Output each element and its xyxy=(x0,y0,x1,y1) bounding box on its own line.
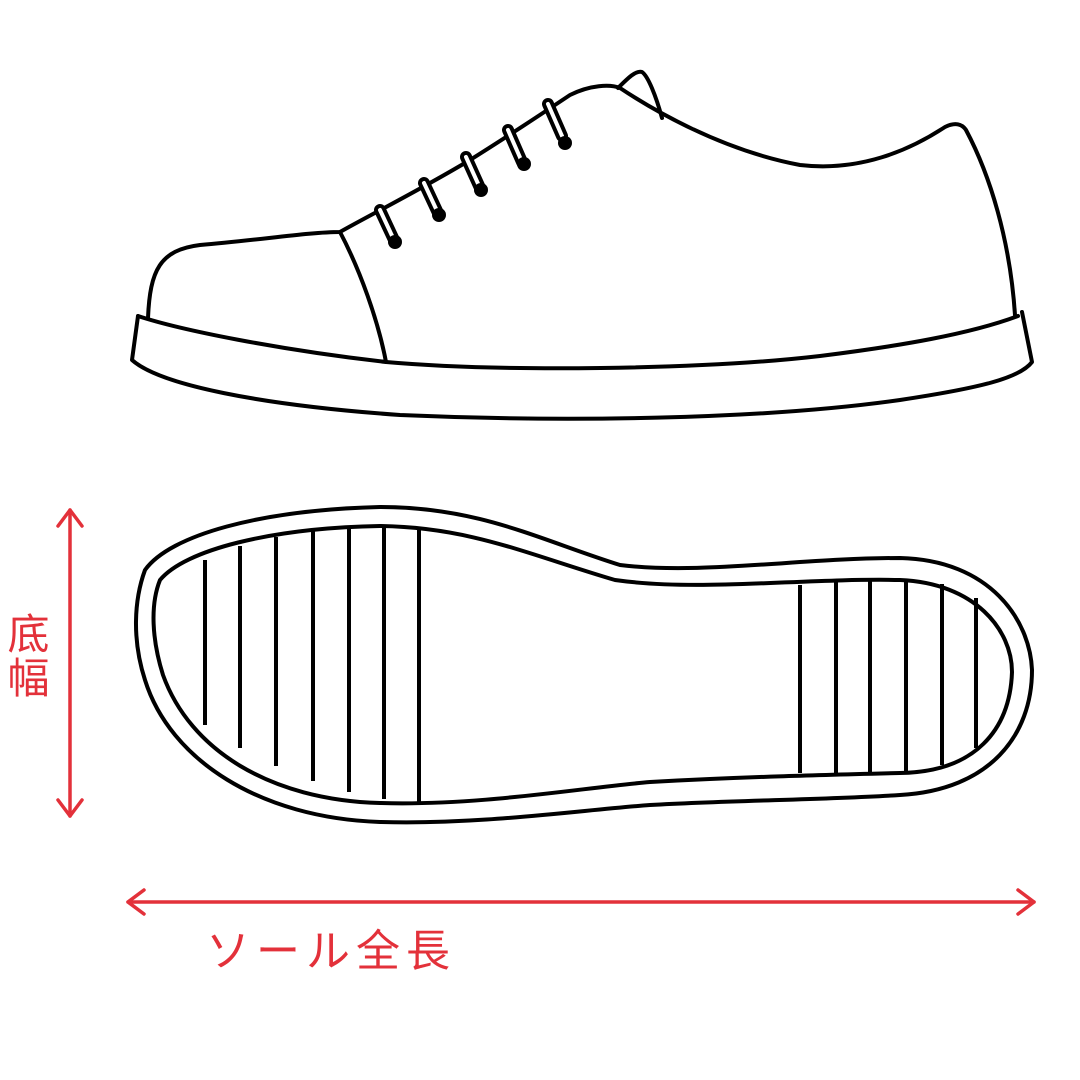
shoe-side-view xyxy=(130,69,1034,421)
midsole-top xyxy=(136,314,1020,371)
eyelet-icon xyxy=(502,124,531,171)
arrow-down-icon xyxy=(56,798,84,818)
sole-outer-outline xyxy=(134,505,1034,825)
sole-width-label: 底幅 xyxy=(1,612,50,700)
lace-eyelets xyxy=(374,98,572,249)
shoe-upper xyxy=(146,83,1017,320)
eyelet-icon xyxy=(542,98,572,150)
arrow-left-icon xyxy=(126,888,146,916)
sole-bottom-view xyxy=(134,505,1034,825)
arrow-right-icon xyxy=(1016,888,1036,916)
sole-outer xyxy=(130,310,1034,421)
eyelet-icon xyxy=(418,177,446,222)
sole-inner-outline xyxy=(151,524,1014,806)
arrow-up-icon xyxy=(56,508,84,528)
toe-tread xyxy=(203,526,421,802)
eyelet-icon xyxy=(374,204,402,249)
sole-length-label: ソール全長 xyxy=(206,926,456,977)
width-dimension-arrow xyxy=(56,508,84,818)
heel-tread xyxy=(798,580,978,774)
eyelet-icon xyxy=(460,151,488,197)
toe-cap-seam xyxy=(338,230,388,364)
heel-tab xyxy=(616,69,664,120)
length-dimension-arrow xyxy=(126,888,1036,916)
